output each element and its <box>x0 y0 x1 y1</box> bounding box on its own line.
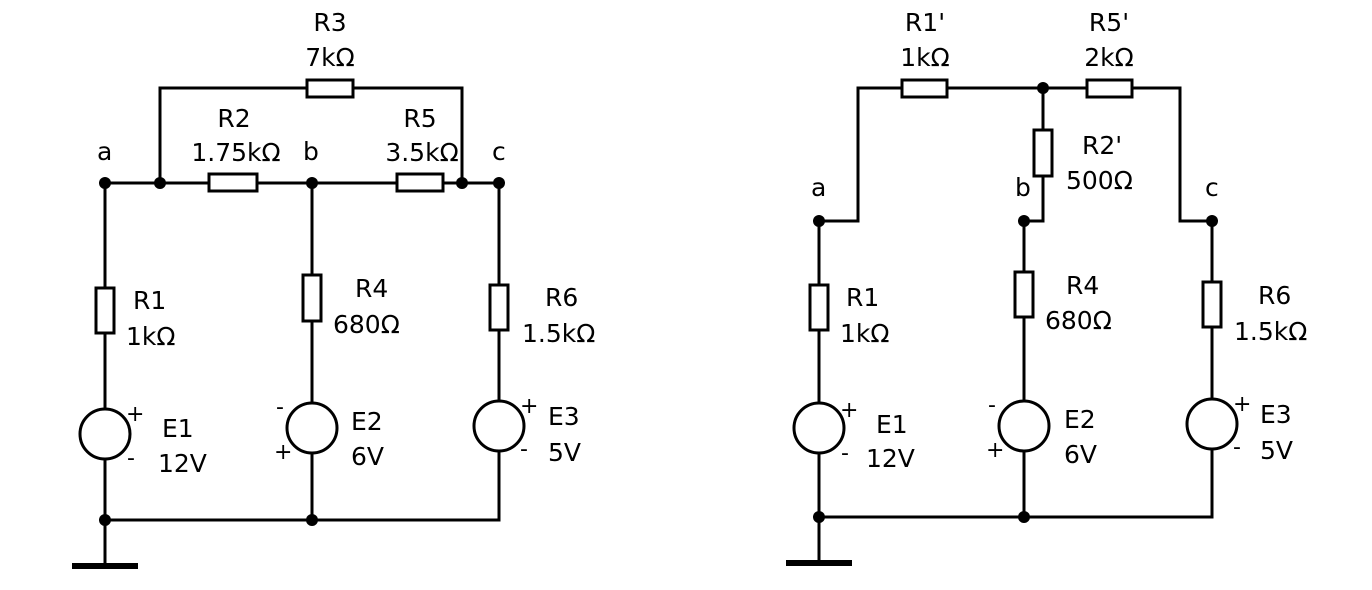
e3-plus-sign: + <box>1233 392 1251 417</box>
junction-dot <box>306 514 318 526</box>
r1-prime-name: R1' <box>905 8 945 37</box>
voltage-source-e3 <box>472 399 526 453</box>
e1-name: E1 <box>162 414 194 443</box>
left-circuit: a b c R3 7kΩ R2 1.75kΩ R5 3.5kΩ R1 1kΩ R… <box>72 8 595 569</box>
node-b-dot <box>1018 215 1030 227</box>
e2-plus-sign: + <box>986 438 1004 463</box>
r1-prime-value: 1kΩ <box>900 43 950 72</box>
r4-name: R4 <box>355 274 388 303</box>
e2-value: 6V <box>1064 440 1097 469</box>
resistor-r1-prime <box>900 78 949 99</box>
voltage-source-e1 <box>792 401 846 455</box>
resistor-r6 <box>1201 280 1223 329</box>
e3-minus-sign: - <box>520 437 528 462</box>
e2-name: E2 <box>351 407 383 436</box>
node-c-label: c <box>1205 173 1219 202</box>
junction-dot <box>1037 82 1049 94</box>
e1-name: E1 <box>876 410 908 439</box>
resistor-r6 <box>488 283 510 332</box>
e2-plus-sign: + <box>274 440 292 465</box>
junction-dot <box>813 511 825 523</box>
resistor-r1 <box>808 283 830 332</box>
right-circuit: a b c R1' 1kΩ R5' 2kΩ R2' 500Ω R1 1kΩ R4… <box>786 8 1307 566</box>
left-junctions <box>99 177 505 526</box>
e1-minus-sign: - <box>127 446 135 471</box>
node-c-label: c <box>492 137 506 166</box>
node-b-label: b <box>1015 173 1031 202</box>
e3-minus-sign: - <box>1233 435 1241 460</box>
voltage-source-e3 <box>1185 397 1239 451</box>
node-b-dot <box>306 177 318 189</box>
right-wires <box>817 86 1214 564</box>
node-c-dot <box>1206 215 1218 227</box>
e3-name: E3 <box>548 402 580 431</box>
r1-value: 1kΩ <box>126 322 176 351</box>
r4-value: 680Ω <box>1045 306 1112 335</box>
r5-prime-name: R5' <box>1089 8 1129 37</box>
e2-name: E2 <box>1064 405 1096 434</box>
resistor-r2-prime <box>1032 128 1054 178</box>
e3-value: 5V <box>1260 436 1293 465</box>
node-a-dot <box>99 177 111 189</box>
e1-value: 12V <box>158 449 207 478</box>
resistor-r4 <box>1013 270 1035 319</box>
r6-value: 1.5kΩ <box>1234 317 1307 346</box>
r4-value: 680Ω <box>333 310 400 339</box>
r2-name: R2 <box>217 104 250 133</box>
r6-name: R6 <box>1258 281 1291 310</box>
junction-dot <box>99 514 111 526</box>
junction-dot <box>154 177 166 189</box>
e1-plus-sign: + <box>840 398 858 423</box>
node-c-dot <box>493 177 505 189</box>
e3-name: E3 <box>1260 400 1292 429</box>
e2-minus-sign: - <box>276 395 284 420</box>
r5-prime-value: 2kΩ <box>1084 43 1134 72</box>
r3-name: R3 <box>313 8 346 37</box>
e2-value: 6V <box>351 442 384 471</box>
r2-prime-value: 500Ω <box>1066 166 1133 195</box>
r3-value: 7kΩ <box>305 43 355 72</box>
r1-name: R1 <box>133 286 166 315</box>
e3-value: 5V <box>548 438 581 467</box>
node-a-label: a <box>811 173 826 202</box>
resistor-r5-prime <box>1085 78 1134 99</box>
r2-value: 1.75kΩ <box>191 138 280 167</box>
junction-dot <box>1018 511 1030 523</box>
r1-value: 1kΩ <box>840 319 890 348</box>
e3-plus-sign: + <box>520 394 538 419</box>
r5-value: 3.5kΩ <box>385 138 458 167</box>
resistor-r4 <box>301 273 323 323</box>
e1-minus-sign: - <box>841 441 849 466</box>
voltage-source-e1 <box>78 407 132 461</box>
node-a-label: a <box>97 137 112 166</box>
node-a-dot <box>813 215 825 227</box>
right-junctions <box>813 82 1218 523</box>
r6-value: 1.5kΩ <box>522 319 595 348</box>
voltage-source-e2 <box>285 401 339 455</box>
r1-name: R1 <box>846 283 879 312</box>
r4-name: R4 <box>1066 271 1099 300</box>
resistor-r5 <box>395 172 445 193</box>
voltage-source-e2 <box>997 399 1051 453</box>
junction-dot <box>456 177 468 189</box>
r5-name: R5 <box>403 104 436 133</box>
resistor-r1 <box>94 286 116 335</box>
r2-prime-name: R2' <box>1082 131 1122 160</box>
e1-plus-sign: + <box>126 402 144 427</box>
resistor-r2 <box>207 172 259 193</box>
resistor-r3 <box>305 78 355 99</box>
node-b-label: b <box>303 137 319 166</box>
r6-name: R6 <box>545 283 578 312</box>
e2-minus-sign: - <box>988 393 996 418</box>
e1-value: 12V <box>866 444 915 473</box>
left-wires <box>103 86 501 567</box>
